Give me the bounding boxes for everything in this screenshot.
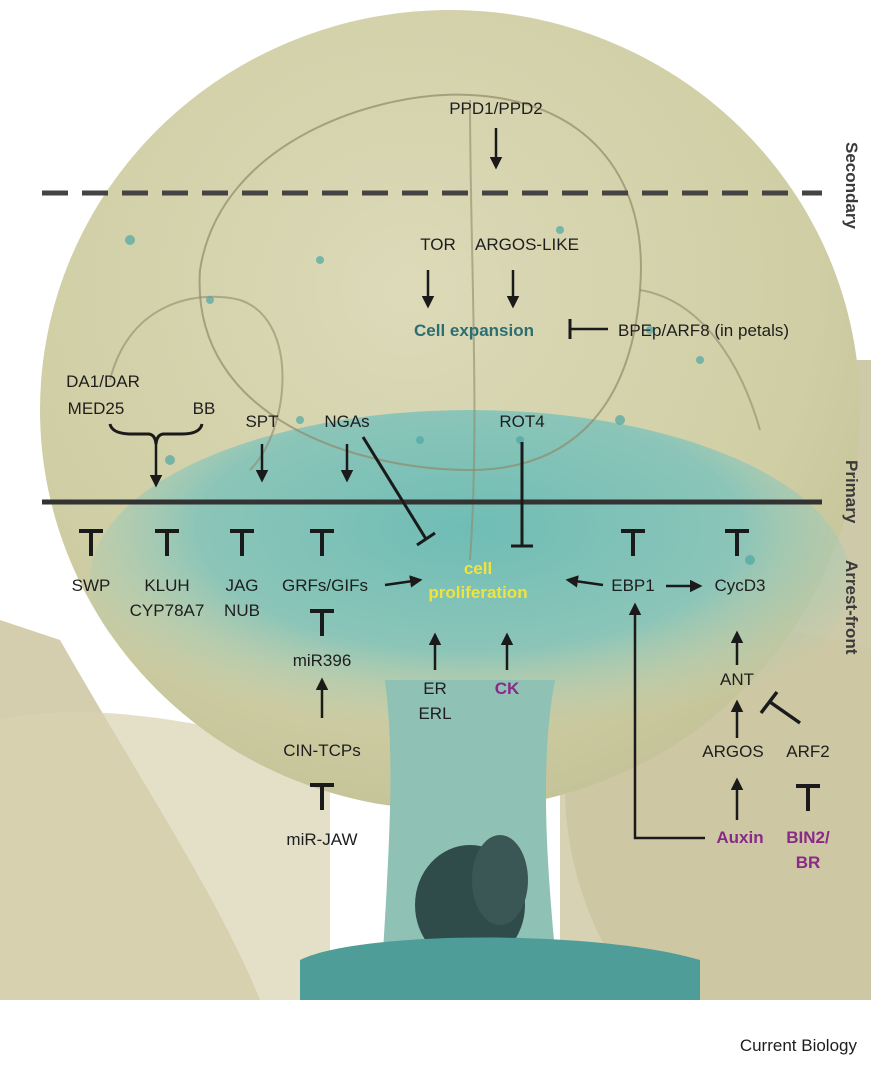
node-kluh: KLUH bbox=[144, 576, 189, 595]
node-er: ER bbox=[423, 679, 447, 698]
node-erl: ERL bbox=[418, 704, 451, 723]
node-jag: JAG bbox=[225, 576, 258, 595]
node-rot4: ROT4 bbox=[499, 412, 544, 431]
node-swp: SWP bbox=[72, 576, 111, 595]
node-med25: MED25 bbox=[68, 399, 125, 418]
node-cycd3: CycD3 bbox=[714, 576, 765, 595]
node-cell: cell bbox=[464, 559, 492, 578]
node-cell-expansion: Cell expansion bbox=[414, 321, 534, 340]
zone-label-secondary: Secondary bbox=[842, 142, 861, 229]
node-auxin: Auxin bbox=[716, 828, 763, 847]
node-mir-jaw: miR-JAW bbox=[286, 830, 357, 849]
node-ebp1: EBP1 bbox=[611, 576, 654, 595]
node-ant: ANT bbox=[720, 670, 754, 689]
journal-credit: Current Biology bbox=[740, 1036, 857, 1056]
zone-label-arrest-front: Arrest-front bbox=[842, 560, 861, 655]
node-grfs-gifs: GRFs/GIFs bbox=[282, 576, 368, 595]
node-spt: SPT bbox=[245, 412, 278, 431]
node-da1-dar: DA1/DAR bbox=[66, 372, 140, 391]
zone-label-primary: Primary bbox=[842, 460, 861, 524]
node-mir396: miR396 bbox=[293, 651, 352, 670]
node-cin-tcps: CIN-TCPs bbox=[283, 741, 360, 760]
node-arf2: ARF2 bbox=[786, 742, 829, 761]
node-bpep-arf8: BPEp/ARF8 (in petals) bbox=[618, 321, 789, 340]
node-ppd: PPD1/PPD2 bbox=[449, 99, 543, 118]
node-argos-like: ARGOS-LIKE bbox=[475, 235, 579, 254]
node-ngas: NGAs bbox=[324, 412, 369, 431]
node-argos: ARGOS bbox=[702, 742, 763, 761]
node-proliferation: proliferation bbox=[428, 583, 527, 602]
node-br: BR bbox=[796, 853, 821, 872]
node-nub: NUB bbox=[224, 601, 260, 620]
node-ck: CK bbox=[495, 679, 520, 698]
node-bin2: BIN2/ bbox=[786, 828, 830, 847]
node-cyp78a7: CYP78A7 bbox=[130, 601, 205, 620]
node-tor: TOR bbox=[420, 235, 456, 254]
node-bb: BB bbox=[193, 399, 216, 418]
